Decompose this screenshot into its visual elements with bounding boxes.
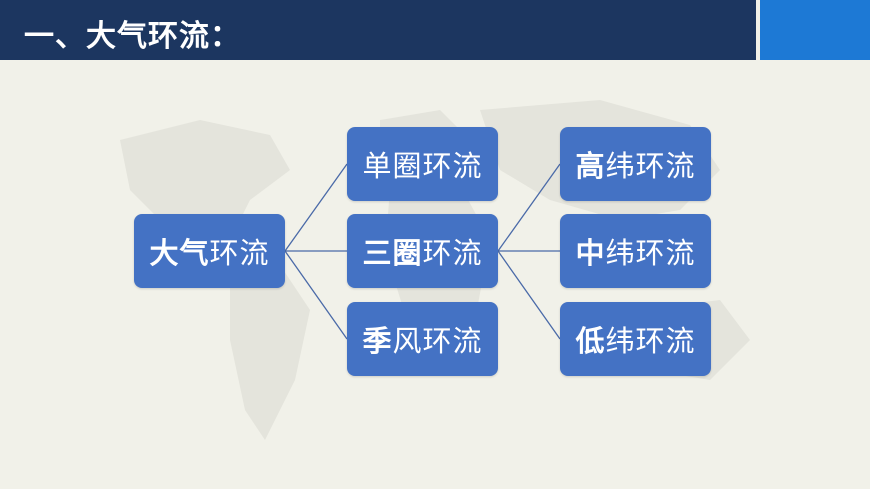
node-label-emphasis: 中: [575, 236, 606, 270]
node-label-emphasis: 高: [575, 149, 606, 183]
slide-title: 一、大气环流：: [24, 19, 241, 54]
node-single-cell-circulation: 单圈环流: [347, 127, 498, 201]
node-label-rest: 单圈环流: [362, 149, 483, 183]
node-label-emphasis: 季: [362, 324, 393, 358]
node-label-rest: 纬环流: [605, 149, 696, 183]
node-label-emphasis: 三圈: [362, 236, 423, 270]
connector-three-to-high: [497, 163, 561, 252]
node-mid-latitude-circulation: 中纬环流: [560, 214, 711, 288]
connector-three-to-low: [497, 250, 561, 340]
node-high-latitude-circulation: 高纬环流: [560, 127, 711, 201]
node-monsoon-circulation: 季风环流: [347, 302, 498, 376]
node-atmospheric-circulation: 大气环流: [134, 214, 285, 288]
node-label-emphasis: 大气: [149, 236, 210, 270]
node-label-rest: 纬环流: [605, 324, 696, 358]
node-three-cell-circulation: 三圈环流: [347, 214, 498, 288]
connector-root-to-monsoon: [284, 250, 348, 340]
node-label-rest: 环流: [209, 236, 270, 270]
node-low-latitude-circulation: 低纬环流: [560, 302, 711, 376]
node-label-rest: 风环流: [392, 324, 483, 358]
header-accent-block: [760, 0, 870, 60]
header-bar: [0, 0, 756, 60]
node-label-rest: 纬环流: [605, 236, 696, 270]
node-label-emphasis: 低: [575, 324, 606, 358]
connector-root-to-single: [284, 163, 348, 252]
node-label-rest: 环流: [422, 236, 483, 270]
